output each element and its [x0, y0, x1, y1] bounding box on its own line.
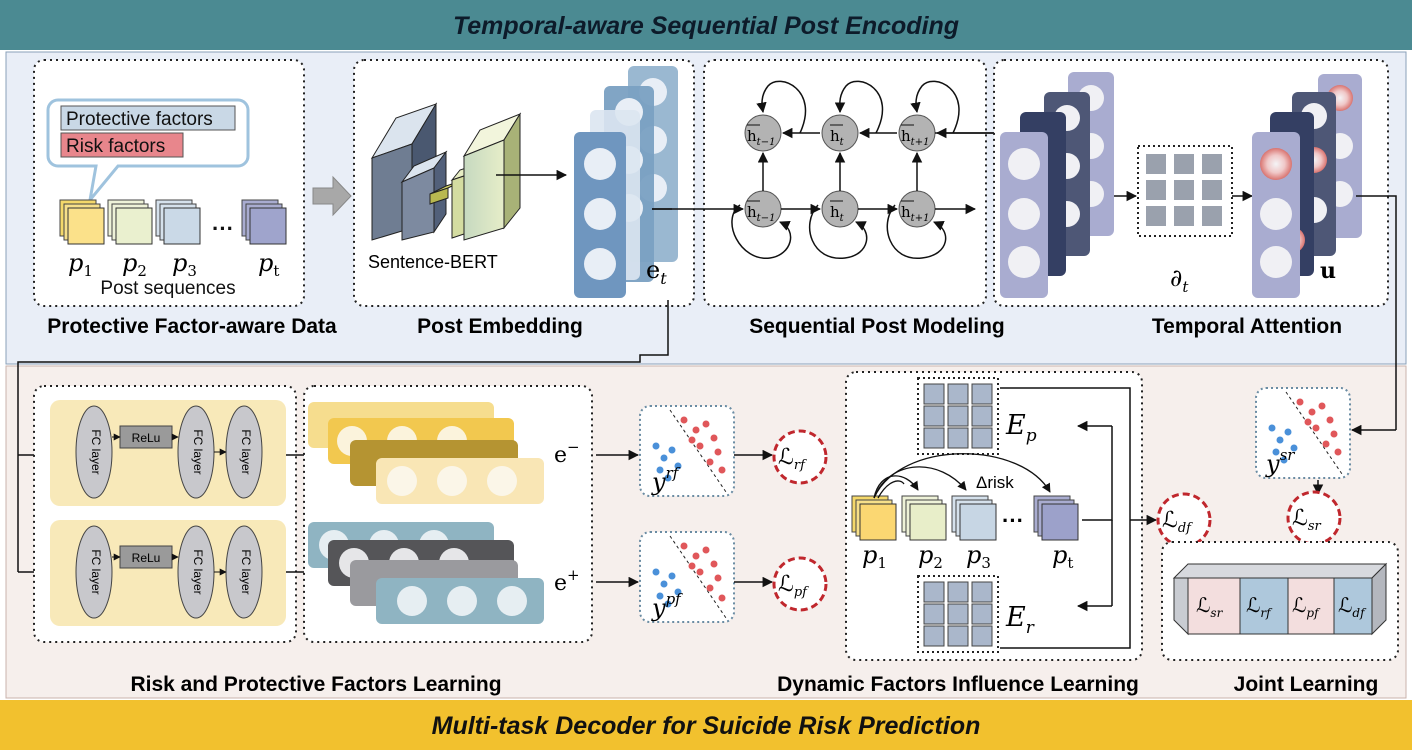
svg-text:p2: p2 — [918, 541, 943, 572]
svg-text:ℒdf: ℒdf — [1162, 508, 1193, 536]
section-risk-protective: Risk and Protective Factors Learning — [130, 673, 501, 696]
risk-protective-module: FC layer ReLu FC layer FC layer FC layer… — [33, 385, 640, 643]
delta-risk-label: Δrisk — [976, 473, 1014, 492]
svg-text:ℒrf: ℒrf — [778, 445, 807, 473]
post-sequences-caption: Post sequences — [100, 278, 235, 299]
section-post-embedding: Post Embedding — [417, 315, 583, 338]
svg-text:ℒpf: ℒpf — [778, 572, 809, 600]
h-back-prev: ht−1 — [747, 127, 775, 148]
h-fwd-cur: ht — [830, 203, 845, 224]
sentence-bert-network — [370, 102, 522, 241]
post-stack-pt — [241, 199, 287, 245]
header-top: Temporal-aware Sequential Post Encoding — [0, 0, 1412, 50]
svg-text:p3: p3 — [966, 541, 991, 572]
attended-sequence-bars — [1252, 74, 1362, 298]
dyn-post-p3 — [951, 495, 997, 541]
risk-mlp: FC layer ReLu FC layer FC layer — [75, 405, 263, 499]
post-label-pt: pt — [258, 249, 279, 280]
section-dynamic-influence: Dynamic Factors Influence Learning — [777, 673, 1139, 696]
pred-rf-label: yrf — [651, 464, 681, 496]
h-fwd-prev: ht−1 — [747, 203, 775, 224]
loss-sr: ℒsr — [1286, 490, 1342, 546]
risk-legend-swatch — [60, 132, 184, 158]
svg-text:FC layer: FC layer — [239, 429, 253, 474]
section-temporal-attention: Temporal Attention — [1152, 315, 1342, 338]
risk-grid-Er — [917, 575, 999, 653]
svg-text:FC layer: FC layer — [191, 549, 205, 594]
post-stack-p1 — [59, 199, 105, 245]
header-top-title: Temporal-aware Sequential Post Encoding — [453, 12, 959, 40]
classifier-pf: ypf — [639, 531, 735, 623]
svg-text:FC layer: FC layer — [239, 549, 253, 594]
dynamic-influence-module: Ep Er ··· — [845, 371, 1158, 661]
backward-hidden-states — [744, 114, 936, 152]
pred-sr-label: ysr — [1265, 446, 1295, 478]
protective-data-module: Protective factors Risk factors ··· p1 p… — [33, 59, 305, 307]
Er-label: Er — [1005, 602, 1035, 638]
sequence-repr-label: u — [1320, 258, 1336, 284]
dyn-post-pt — [1033, 495, 1079, 541]
svg-text:p1: p1 — [862, 541, 887, 572]
forward-hidden-states — [744, 190, 936, 228]
sentence-bert-label: Sentence-BERT — [368, 252, 498, 272]
dyn-post-p2 — [901, 495, 947, 541]
dyn-post-ellipsis: ··· — [1002, 508, 1024, 533]
attention-grid — [1137, 145, 1233, 237]
svg-text:FC layer: FC layer — [89, 549, 103, 594]
post-stack-p2 — [107, 199, 153, 245]
joint-loss-sr: ℒsr — [1196, 593, 1224, 620]
svg-text:ReLu: ReLu — [132, 551, 161, 565]
sequential-modeling-module: ht−1 ht ht+1 ht−1 ht ht+1 — [652, 59, 1032, 307]
loss-rf: ℒrf — [772, 429, 828, 485]
protective-grid-Ep — [917, 377, 999, 455]
classifier-rf: yrf — [639, 405, 735, 497]
header-bottom-title: Multi-task Decoder for Suicide Risk Pred… — [432, 712, 981, 740]
svg-text:ReLu: ReLu — [132, 431, 161, 445]
post-label-p1: p1 — [68, 249, 93, 280]
risk-legend-label: Risk factors — [66, 136, 165, 157]
protective-legend-label: Protective factors — [66, 109, 213, 130]
joint-loss-df: ℒdf — [1338, 593, 1367, 620]
h-fwd-next: ht+1 — [901, 203, 929, 224]
svg-text:FC layer: FC layer — [191, 429, 205, 474]
risk-embedding-bars — [308, 402, 544, 504]
dyn-post-p1 — [851, 495, 897, 541]
loss-pf: ℒpf — [772, 556, 828, 612]
svg-text:FC layer: FC layer — [89, 429, 103, 474]
section-sequential-modeling: Sequential Post Modeling — [749, 315, 1005, 338]
protective-legend-swatch — [60, 105, 236, 131]
temporal-attention-module: ∂t u — [993, 59, 1389, 307]
h-back-cur: ht — [830, 127, 845, 148]
attention-weight-label: ∂t — [1170, 264, 1189, 296]
post-stack-p3 — [155, 199, 201, 245]
joint-loss-pf: ℒpf — [1292, 593, 1321, 620]
pred-pf-label: ypf — [651, 590, 683, 622]
section-joint-learning: Joint Learning — [1234, 673, 1379, 696]
protective-embedding-label: e+ — [554, 566, 580, 596]
svg-text:pt: pt — [1052, 541, 1073, 572]
section-protective-data: Protective Factor-aware Data — [47, 315, 337, 338]
post-label-p3: p3 — [172, 249, 197, 280]
post-ellipsis: ··· — [212, 216, 234, 241]
embedding-et-label: et — [646, 256, 667, 288]
joint-loss-rf: ℒrf — [1246, 593, 1273, 620]
post-label-p2: p2 — [122, 249, 147, 280]
protective-embedding-bars — [308, 522, 544, 624]
post-embedding-module: Sentence-BERT et — [353, 59, 695, 307]
flow-arrow-icon — [312, 175, 352, 217]
Ep-label: Ep — [1005, 410, 1037, 446]
post-embedding-bars — [574, 66, 678, 298]
hidden-sequence-bars — [1000, 72, 1114, 298]
joint-learning-module: ℒsr ℒrf ℒpf ℒdf — [1161, 541, 1399, 661]
classifier-sr: ysr — [1255, 387, 1351, 479]
protective-mlp: FC layer ReLu FC layer FC layer — [75, 525, 263, 619]
risk-embedding-label: e− — [554, 438, 580, 468]
header-bottom: Multi-task Decoder for Suicide Risk Pred… — [0, 700, 1412, 750]
loss-df: ℒdf — [1156, 492, 1212, 548]
svg-text:ℒsr: ℒsr — [1292, 506, 1322, 534]
h-back-next: ht+1 — [901, 127, 929, 148]
